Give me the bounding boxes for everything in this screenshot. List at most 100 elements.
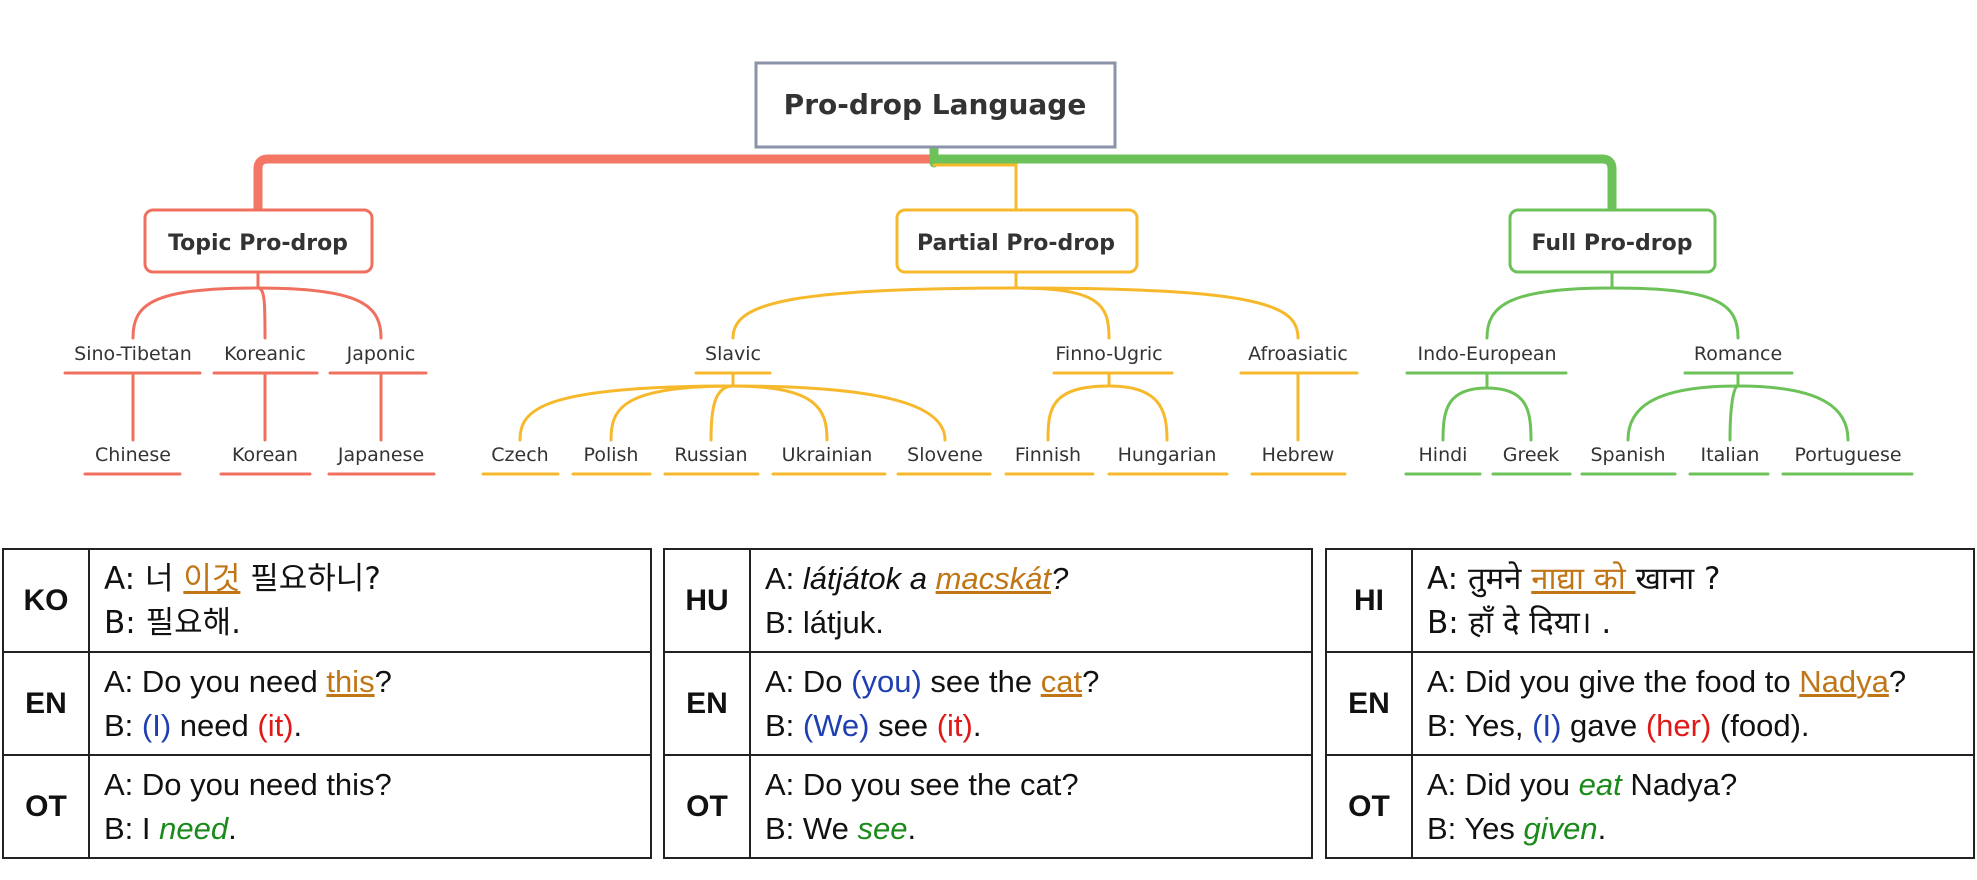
- root-to-topic-connector: [253, 154, 939, 213]
- highlight-object: this: [326, 663, 375, 699]
- text-span: A: 너: [104, 560, 184, 597]
- language-label: Ukrainian: [782, 444, 873, 466]
- lang-code: EN: [2, 651, 90, 756]
- sentence-b: B: (We) see (it).: [765, 704, 1311, 748]
- family-label: Koreanic: [224, 343, 306, 365]
- highlight-verb: given: [1523, 810, 1598, 846]
- example-sentence: A: Do (you) see the cat? B: (We) see (it…: [749, 651, 1313, 756]
- language-label: Hindi: [1419, 444, 1468, 466]
- text-span: B: I: [104, 810, 160, 846]
- dropped-subject: (I): [141, 707, 172, 743]
- hungarian-example-table: HU A: látjátok a macskát? B: látjuk. EN …: [663, 548, 1313, 859]
- table-row: HI A: तुमने नाद्या को खाना ? B: हाँ दे द…: [1325, 548, 1975, 653]
- text-span: B:: [765, 707, 803, 743]
- topic-pro-drop-label: Topic Pro-drop: [168, 231, 348, 256]
- sentence-a: A: Did you give the food to Nadya?: [1427, 660, 1973, 704]
- text-span: A: तुमने: [1427, 560, 1532, 597]
- sentence-b: B: Yes, (I) gave (her) (food).: [1427, 704, 1973, 748]
- lang-code: OT: [1325, 754, 1413, 859]
- full-pro-drop-label: Full Pro-drop: [1531, 231, 1692, 256]
- text-span: A: Did you give the food to: [1427, 663, 1800, 699]
- language-label: Russian: [674, 444, 747, 466]
- lang-code: EN: [663, 651, 751, 756]
- text-span: (food).: [1711, 707, 1810, 743]
- sentence-b: B: látjuk.: [765, 601, 1311, 645]
- dropped-object: (it): [936, 707, 973, 743]
- text-span: Nadya?: [1621, 766, 1738, 802]
- example-tables: KO A: 너 이것 필요하니? B: 필요해. EN A: Do you ne…: [0, 548, 1977, 868]
- sentence-b: B: हाँ दे दिया। .: [1427, 601, 1973, 645]
- highlight-object: नाद्या को: [1531, 560, 1636, 597]
- full-pro-drop-box: [1508, 208, 1717, 274]
- text-span: .: [228, 810, 237, 846]
- language-label: Japanese: [337, 444, 424, 466]
- sentence-b: B: I need.: [104, 807, 650, 851]
- dropped-subject: (I): [1532, 707, 1562, 743]
- language-label: Italian: [1701, 444, 1760, 466]
- example-sentence: A: Did you give the food to Nadya? B: Ye…: [1411, 651, 1975, 756]
- table-row: EN A: Do (you) see the cat? B: (We) see …: [663, 651, 1313, 756]
- text-span: A: Do you see the cat?: [765, 766, 1079, 802]
- dropped-subject: (you): [851, 663, 922, 699]
- family-label: Romance: [1694, 343, 1782, 365]
- table-row: OT A: Do you see the cat? B: We see.: [663, 754, 1313, 859]
- example-sentence: A: तुमने नाद्या को खाना ? B: हाँ दे दिया…: [1411, 548, 1975, 653]
- tree-connectors: [63, 142, 1914, 476]
- hindi-example-table: HI A: तुमने नाद्या को खाना ? B: हाँ दे द…: [1325, 548, 1975, 859]
- language-label: Polish: [584, 444, 639, 466]
- sentence-a: A: Do you need this?: [104, 660, 650, 704]
- language-label: Hebrew: [1262, 444, 1335, 466]
- text-span: ?: [1888, 663, 1907, 699]
- language-label: Portuguese: [1794, 444, 1901, 466]
- highlight-verb: eat: [1578, 766, 1622, 802]
- sentence-a: A: látjátok a macskát?: [765, 557, 1311, 601]
- root-to-partial-connector: [932, 163, 1018, 210]
- language-label: Czech: [491, 444, 548, 466]
- korean-example-table: KO A: 너 이것 필요하니? B: 필요해. EN A: Do you ne…: [2, 548, 652, 859]
- family-label: Afroasiatic: [1248, 343, 1348, 365]
- highlight-object: 이것: [183, 560, 241, 597]
- highlight-verb: see: [857, 810, 908, 846]
- text-span: A: Do you need this?: [104, 766, 392, 802]
- table-row: HU A: látjátok a macskát? B: látjuk.: [663, 548, 1313, 653]
- dropped-object: (her): [1645, 707, 1712, 743]
- text-span: A:: [765, 560, 803, 596]
- text-span: see the: [921, 663, 1041, 699]
- language-label: Hungarian: [1118, 444, 1217, 466]
- lang-code: OT: [663, 754, 751, 859]
- dropped-object: (it): [257, 707, 294, 743]
- text-span: A: Do you need: [104, 663, 327, 699]
- lang-code: OT: [2, 754, 90, 859]
- pro-drop-tree-diagram: Pro-drop Language Topic Pro-drop Partial…: [63, 61, 1914, 476]
- lang-code: HU: [663, 548, 751, 653]
- language-label: Slovene: [907, 444, 983, 466]
- text-span: B:: [104, 707, 142, 743]
- lang-code: KO: [2, 548, 90, 653]
- example-sentence: A: Do you see the cat? B: We see.: [749, 754, 1313, 859]
- language-label: Greek: [1503, 444, 1560, 466]
- sentence-b: B: Yes given.: [1427, 807, 1973, 851]
- partial-pro-drop-box: [895, 208, 1139, 274]
- table-row: EN A: Do you need this? B: (I) need (it)…: [2, 651, 652, 756]
- sentence-a: A: Do (you) see the cat?: [765, 660, 1311, 704]
- example-sentence: A: Do you need this? B: I need.: [88, 754, 652, 859]
- text-span: B: We: [765, 810, 858, 846]
- text-span: gave: [1561, 707, 1646, 743]
- example-sentence: A: Do you need this? B: (I) need (it).: [88, 651, 652, 756]
- sentence-b: B: (I) need (it).: [104, 704, 650, 748]
- root-node-box: [754, 61, 1117, 149]
- text-span: B: Yes: [1427, 810, 1524, 846]
- sentence-a: A: 너 이것 필요하니?: [104, 557, 650, 601]
- text-span: खाना ?: [1635, 560, 1721, 597]
- partial-pro-drop-label: Partial Pro-drop: [917, 231, 1115, 256]
- highlight-object: macskát: [935, 560, 1052, 596]
- lang-code: EN: [1325, 651, 1413, 756]
- sentence-b: B: We see.: [765, 807, 1311, 851]
- text-span: A: Did you: [1427, 766, 1579, 802]
- highlight-object: Nadya: [1799, 663, 1889, 699]
- text-span: B: हाँ दे दिया। .: [1427, 604, 1612, 641]
- topic-pro-drop-box: [143, 208, 374, 274]
- family-label: Slavic: [705, 343, 761, 365]
- text-span: látjátok a: [802, 560, 936, 596]
- table-row: EN A: Did you give the food to Nadya? B:…: [1325, 651, 1975, 756]
